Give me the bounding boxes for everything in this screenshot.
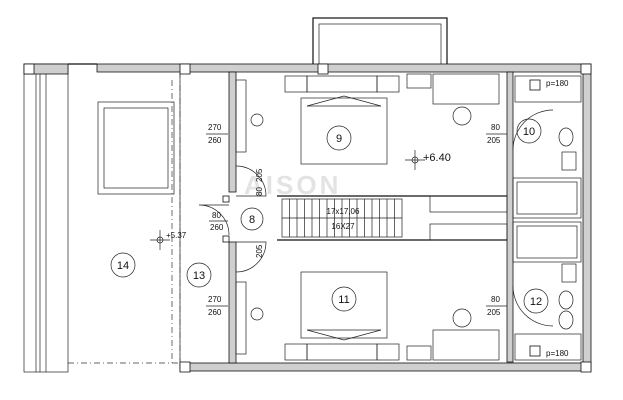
opening-2-height: 260 (208, 308, 222, 317)
stair-dimension-2: 16X27 (331, 222, 355, 231)
door-bottom-label: 205 (255, 244, 264, 258)
room-label-12: 12 (530, 296, 542, 308)
room-label-11: 11 (338, 294, 349, 306)
opening-5-width: 80 (491, 295, 500, 304)
window-top-label: p=180 (546, 79, 569, 88)
wardrobes (429, 195, 508, 241)
room-label-10: 10 (523, 126, 535, 138)
room-label-9: 9 (336, 133, 342, 145)
door-top-label-a: 80 (255, 187, 264, 196)
top-balcony (312, 17, 448, 67)
stair-dimension-1: 17x17,06 (327, 207, 360, 216)
bedroom-11 (250, 271, 500, 361)
staircase (281, 198, 403, 238)
room-label-14: 14 (117, 260, 129, 272)
opening-4-height: 205 (487, 136, 501, 145)
pilasters (235, 79, 247, 355)
level-gallery: +5.37 (166, 231, 187, 240)
gallery-dashed-lines (68, 72, 181, 364)
opening-5-height: 205 (487, 308, 501, 317)
level-marker-gallery (150, 230, 170, 250)
opening-4-width: 80 (491, 123, 500, 132)
level-main: +6.40 (423, 152, 451, 164)
opening-2-width: 270 (208, 295, 222, 304)
opening-3-height: 260 (210, 223, 224, 232)
bathroom-12 (512, 221, 582, 361)
opening-1-height: 260 (208, 136, 222, 145)
void-opening (97, 101, 175, 195)
window-bottom-label: p=180 (546, 349, 569, 358)
room-label-8: 8 (249, 214, 255, 226)
opening-3-width: 80 (212, 211, 221, 220)
door-top-label-b: 205 (255, 168, 264, 182)
corridor-doors (198, 165, 267, 273)
bathroom-10 (512, 75, 582, 219)
watermark: AISON (244, 170, 341, 200)
room-label-13: 13 (193, 270, 205, 282)
opening-1-width: 270 (208, 123, 222, 132)
level-marker-main (405, 150, 425, 170)
room-circles (110, 118, 549, 314)
bedroom-9 (250, 73, 500, 165)
